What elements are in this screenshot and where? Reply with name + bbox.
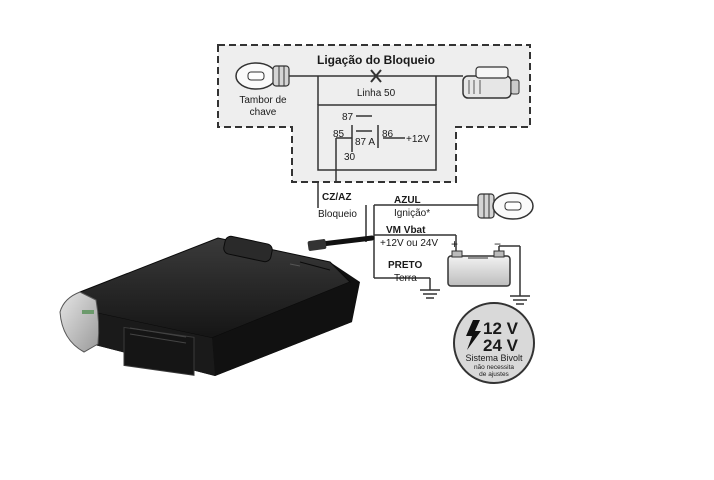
relay-pin-30: 30: [344, 152, 356, 163]
relay-pin-85: 85: [333, 129, 345, 140]
relay-pin-87a: 87 A: [355, 137, 375, 148]
relay-contacts: [335, 115, 405, 182]
vm-desc: +12V ou 24V: [380, 238, 438, 249]
preto-desc: Terra: [394, 273, 417, 284]
line-50-label: Linha 50: [357, 88, 396, 99]
lightning-icon: [466, 320, 481, 350]
relay-pin-87: 87: [342, 112, 354, 123]
ignition-label-line2: chave: [250, 107, 277, 118]
cz-az-title: CZ/AZ: [322, 192, 351, 203]
badge-line3: de ajustes: [479, 371, 509, 378]
starter-motor-icon: [462, 66, 520, 99]
badge-24v: 24 V: [483, 336, 519, 355]
cz-az-desc: Bloqueio: [318, 209, 357, 220]
relay-supply-label: +12V: [406, 134, 430, 145]
azul-title: AZUL: [394, 195, 421, 206]
battery-icon: [447, 250, 511, 287]
block-box-outline: [217, 44, 531, 183]
tracker-device: [68, 235, 360, 376]
vm-title: VM Vbat: [386, 225, 426, 236]
battery-minus: −: [494, 237, 501, 251]
relay-body: [317, 104, 437, 171]
block-box-title: Ligação do Bloqueio: [317, 53, 435, 67]
device-cable: [319, 235, 375, 247]
preto-title: PRETO: [388, 260, 422, 271]
badge-line2: não necessita: [474, 364, 514, 371]
device-label-plate: [123, 326, 195, 376]
badge-line1: Sistema Bivolt: [465, 353, 523, 363]
relay-pin-86: 86: [382, 129, 394, 140]
badge-12v: 12 V: [483, 319, 519, 338]
azul-desc: Ignição*: [394, 208, 430, 219]
cable-gland: [307, 239, 327, 251]
ignition-barrel-icon: [235, 62, 290, 90]
cut-mark-icon: [370, 69, 382, 83]
battery-plus: +: [451, 237, 458, 251]
battery-ground-icon: [510, 295, 530, 305]
preto-ground-icon: [420, 289, 440, 299]
ignition-label-line1: Tambor de: [239, 95, 287, 106]
ignition-key-icon: [477, 192, 534, 220]
device-end-cap: [59, 291, 100, 353]
